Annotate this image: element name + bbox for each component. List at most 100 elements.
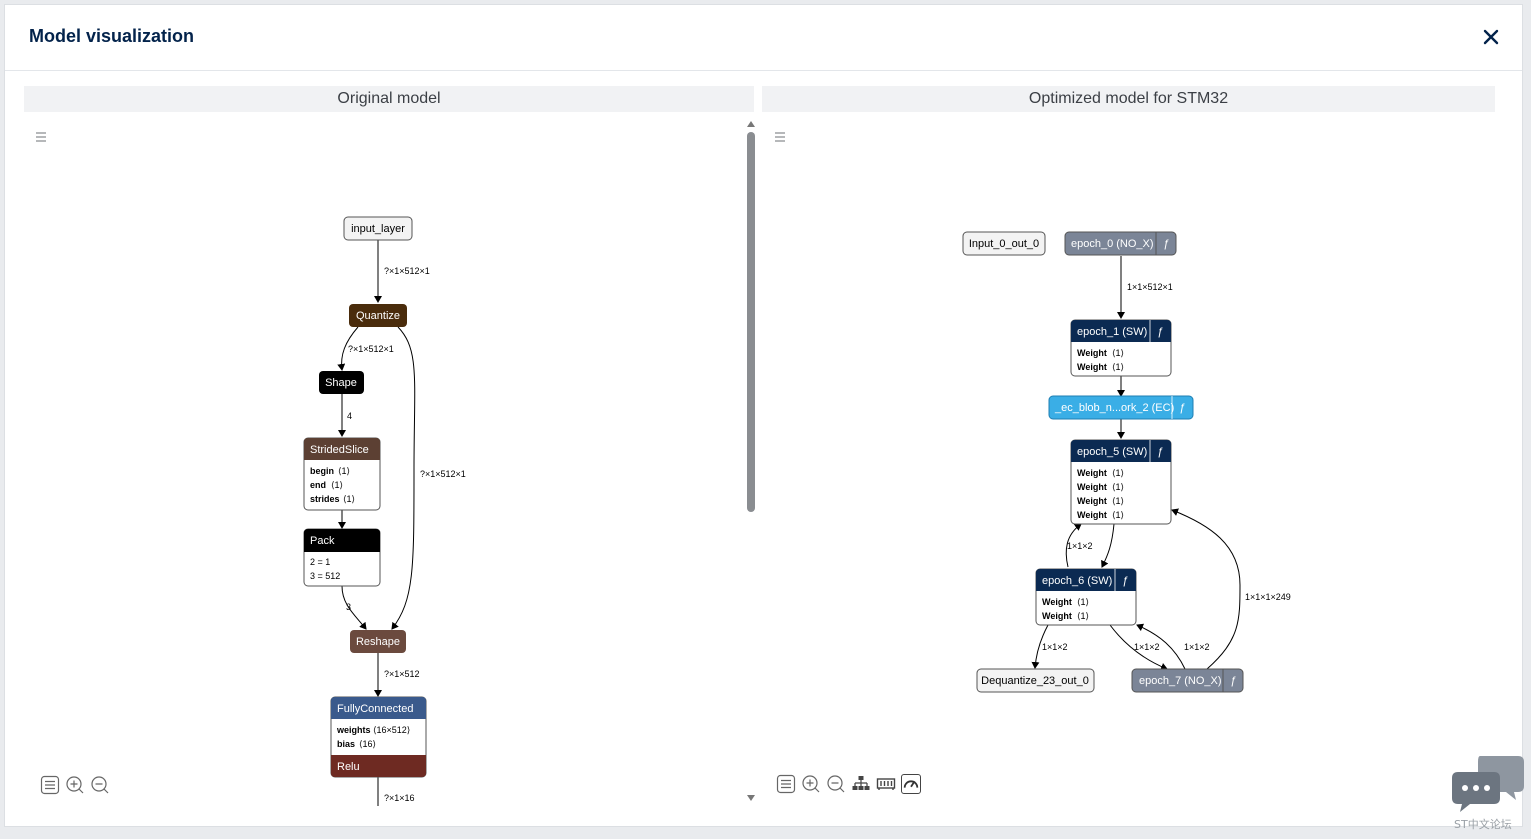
node-label: epoch_5 (SW) <box>1077 446 1147 458</box>
attr-key: Weight <box>1042 597 1072 607</box>
function-icon: ƒ <box>1122 575 1128 587</box>
edge-label: ?×1×512 <box>384 669 420 679</box>
attr-value: ⟨1⟩ <box>1112 348 1124 358</box>
attr-key: Weight <box>1042 611 1072 621</box>
edge-label: ?×1×512×1 <box>384 266 430 276</box>
node-input-out[interactable]: Input_0_out_0 <box>962 231 1046 256</box>
attr-key: Weight <box>1077 348 1107 358</box>
attr-value: ⟨1⟩ <box>1112 496 1124 506</box>
edge-label: 1×1×2 <box>1067 541 1093 551</box>
edge-label: ?×1×512×1 <box>420 469 466 479</box>
graph-edges <box>1031 256 1241 671</box>
node-label: Reshape <box>356 636 400 648</box>
edge-label: 1×1×2 <box>1134 642 1160 652</box>
original-model-graph: ?×1×512×1 ?×1×512×1 4 ?×1×512×1 3 ?×1×51… <box>303 216 466 806</box>
speedometer-button[interactable] <box>901 774 921 794</box>
function-icon: ƒ <box>1157 446 1163 458</box>
node-epoch-1[interactable]: epoch_1 (SW) ƒ Weight ⟨1⟩ Weight ⟨1⟩ <box>1070 319 1172 377</box>
node-reshape[interactable]: Reshape <box>350 630 406 653</box>
forum-watermark: ST中文论坛 <box>1454 818 1512 831</box>
node-strided-slice[interactable]: StridedSlice begin ⟨1⟩ end ⟨1⟩ strides ⟨… <box>303 437 381 511</box>
dialog-title: Model visualization <box>29 26 195 46</box>
hamburger-menu-icon[interactable] <box>774 132 786 142</box>
zoom-out-button[interactable] <box>826 774 846 794</box>
node-epoch-7[interactable]: epoch_7 (NO_X) ƒ <box>1131 668 1244 693</box>
attr-key: Weight <box>1077 362 1107 372</box>
attr-key: weights <box>336 725 371 735</box>
scroll-down-icon[interactable] <box>746 794 756 802</box>
hierarchy-button[interactable] <box>851 774 871 794</box>
node-epoch-0[interactable]: epoch_0 (NO_X) ƒ <box>1064 231 1177 256</box>
memory-button[interactable] <box>876 774 896 794</box>
memory-icon <box>876 778 896 790</box>
function-icon: ƒ <box>1179 402 1185 414</box>
list-button[interactable] <box>40 775 60 795</box>
original-model-header: Original model <box>24 86 754 112</box>
node-label: StridedSlice <box>310 444 369 456</box>
edge-label: 3 <box>346 602 351 612</box>
node-label: epoch_0 (NO_X) <box>1071 238 1154 250</box>
attr-key: bias <box>337 739 355 749</box>
scroll-up-icon[interactable] <box>746 120 756 128</box>
attr-value: 3 = 512 <box>310 571 340 581</box>
function-icon: ƒ <box>1163 238 1169 250</box>
chat-widget[interactable] <box>1450 752 1526 832</box>
hierarchy-icon <box>852 776 870 790</box>
hamburger-menu-icon[interactable] <box>35 132 47 142</box>
zoom-in-button[interactable] <box>801 774 821 794</box>
model-visualization-dialog: Model visualization <box>4 4 1523 827</box>
attr-value: ⟨1⟩ <box>1077 597 1089 607</box>
attr-value: ⟨16⟩ <box>359 739 376 749</box>
optimized-model-header: Optimized model for STM32 <box>762 86 1495 112</box>
node-pack[interactable]: Pack 2 = 1 3 = 512 <box>303 528 381 587</box>
optimized-model-pane[interactable]: 1×1×512×1 1×1×2 1×1×1×249 1×1×2 1×1×2 1×… <box>762 112 1495 812</box>
node-ec-blob[interactable]: _ec_blob_n...ork_2 (EC) ƒ <box>1048 395 1194 420</box>
optimized-model-graph: 1×1×512×1 1×1×2 1×1×1×249 1×1×2 1×1×2 1×… <box>962 231 1291 693</box>
edge-labels: 1×1×512×1 1×1×2 1×1×1×249 1×1×2 1×1×2 1×… <box>1042 282 1291 652</box>
scroll-thumb[interactable] <box>747 132 755 512</box>
node-dequantize-out[interactable]: Dequantize_23_out_0 <box>976 668 1095 693</box>
zoom-out-icon <box>827 775 845 793</box>
list-icon <box>40 775 60 795</box>
attr-value: ⟨1⟩ <box>1112 362 1124 372</box>
edge-label: 4 <box>347 411 352 421</box>
pane-scrollbar[interactable] <box>744 116 758 802</box>
attr-value: ⟨1⟩ <box>343 494 355 504</box>
node-label: _ec_blob_n...ork_2 (EC) <box>1054 402 1174 414</box>
function-icon: ƒ <box>1157 326 1163 338</box>
list-button[interactable] <box>776 774 796 794</box>
attr-value: ⟨1⟩ <box>1077 611 1089 621</box>
node-label: Pack <box>310 535 335 547</box>
zoom-in-icon <box>66 776 84 794</box>
node-shape[interactable]: Shape <box>319 371 364 394</box>
close-button[interactable] <box>1477 23 1505 51</box>
node-quantize[interactable]: Quantize <box>349 304 407 327</box>
dialog-header: Model visualization <box>5 5 1522 71</box>
chat-bubbles-icon <box>1452 756 1524 812</box>
node-label: epoch_1 (SW) <box>1077 326 1147 338</box>
node-epoch-5[interactable]: epoch_5 (SW) ƒ Weight ⟨1⟩ Weight ⟨1⟩ Wei… <box>1070 439 1172 525</box>
attr-value: 2 = 1 <box>310 557 330 567</box>
node-input-layer[interactable]: input_layer <box>343 216 413 241</box>
node-label: FullyConnected <box>337 703 413 715</box>
graph-edges <box>337 240 416 806</box>
original-model-pane[interactable]: ?×1×512×1 ?×1×512×1 4 ?×1×512×1 3 ?×1×51… <box>24 112 744 812</box>
list-icon <box>776 774 796 794</box>
attr-value: ⟨1⟩ <box>338 466 350 476</box>
right-graph-toolbar <box>776 774 921 794</box>
node-label: Relu <box>337 761 360 773</box>
attr-value: ⟨1⟩ <box>1112 510 1124 520</box>
attr-key: strides <box>310 494 340 504</box>
node-label: Quantize <box>356 310 400 322</box>
node-label: Input_0_out_0 <box>969 238 1039 250</box>
node-label: Dequantize_23_out_0 <box>981 675 1089 687</box>
zoom-in-icon <box>802 775 820 793</box>
node-fully-connected[interactable]: FullyConnected weights ⟨16×512⟩ bias ⟨16… <box>330 696 427 778</box>
node-epoch-6[interactable]: epoch_6 (SW) ƒ Weight ⟨1⟩ Weight ⟨1⟩ <box>1035 568 1137 626</box>
zoom-out-button[interactable] <box>90 775 110 795</box>
zoom-in-button[interactable] <box>65 775 85 795</box>
node-label: epoch_7 (NO_X) <box>1139 675 1222 687</box>
attr-key: Weight <box>1077 468 1107 478</box>
edge-label: 1×1×2 <box>1042 642 1068 652</box>
attr-key: begin <box>310 466 334 476</box>
